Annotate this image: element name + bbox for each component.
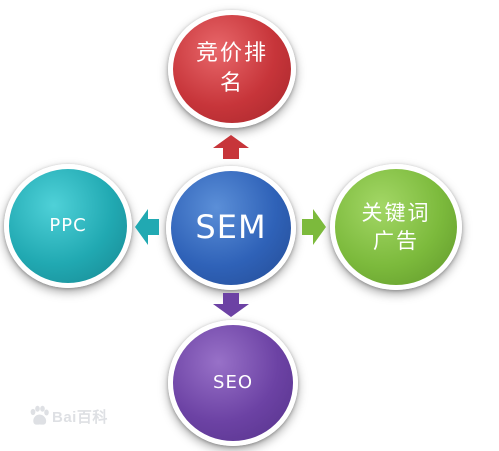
node-seo-label: SEO <box>213 371 253 393</box>
watermark-text: Bai百科 <box>52 408 108 426</box>
baidu-baike-watermark: Bai百科 <box>28 405 108 427</box>
arrow-up-icon <box>213 135 249 159</box>
node-keyword-ads: 关键词广告 <box>330 164 462 290</box>
node-seo: SEO <box>168 320 298 446</box>
node-sem: SEM <box>166 166 296 290</box>
node-bidding-ranking-label: 竞价排名 <box>195 41 268 96</box>
node-keyword-ads-label: 关键词广告 <box>361 200 431 253</box>
arrow-down-icon <box>213 293 249 317</box>
node-ppc: PPC <box>4 164 132 288</box>
paw-icon <box>30 405 49 425</box>
node-bidding-ranking: 竞价排名 <box>168 10 296 128</box>
arrow-left-icon <box>135 209 159 245</box>
arrow-right-icon <box>302 209 326 245</box>
node-sem-label: SEM <box>195 208 267 247</box>
node-ppc-label: PPC <box>49 214 87 236</box>
